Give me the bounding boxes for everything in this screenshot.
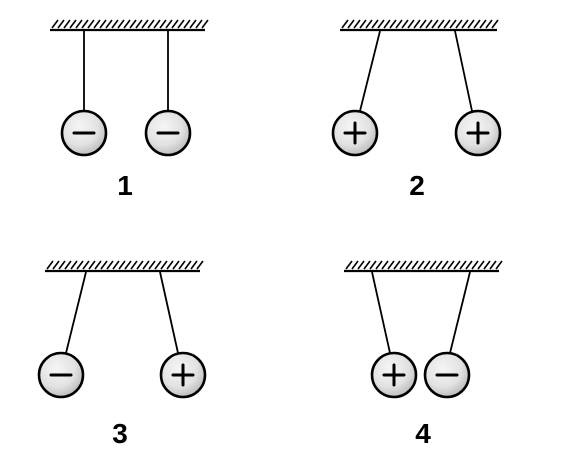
panel-1-label: 1 (117, 170, 133, 201)
panel-4-ceiling-hatch (345, 260, 503, 270)
panel-4-string-1 (371, 271, 391, 354)
panel-2-ceiling-hatch (341, 19, 499, 29)
panel-2-string-2 (454, 30, 473, 112)
panel-3-string-1 (65, 271, 87, 354)
panel-2-label: 2 (409, 170, 425, 201)
panel-3-label: 3 (112, 418, 128, 449)
panel-4-string-2 (449, 271, 471, 354)
panel-3-ceiling-hatch (46, 260, 204, 270)
panel-1-ceiling-hatch (51, 19, 209, 29)
panel-4-label: 4 (415, 418, 431, 449)
panel-2-string-1 (359, 30, 381, 112)
panel-3-string-2 (159, 271, 179, 354)
